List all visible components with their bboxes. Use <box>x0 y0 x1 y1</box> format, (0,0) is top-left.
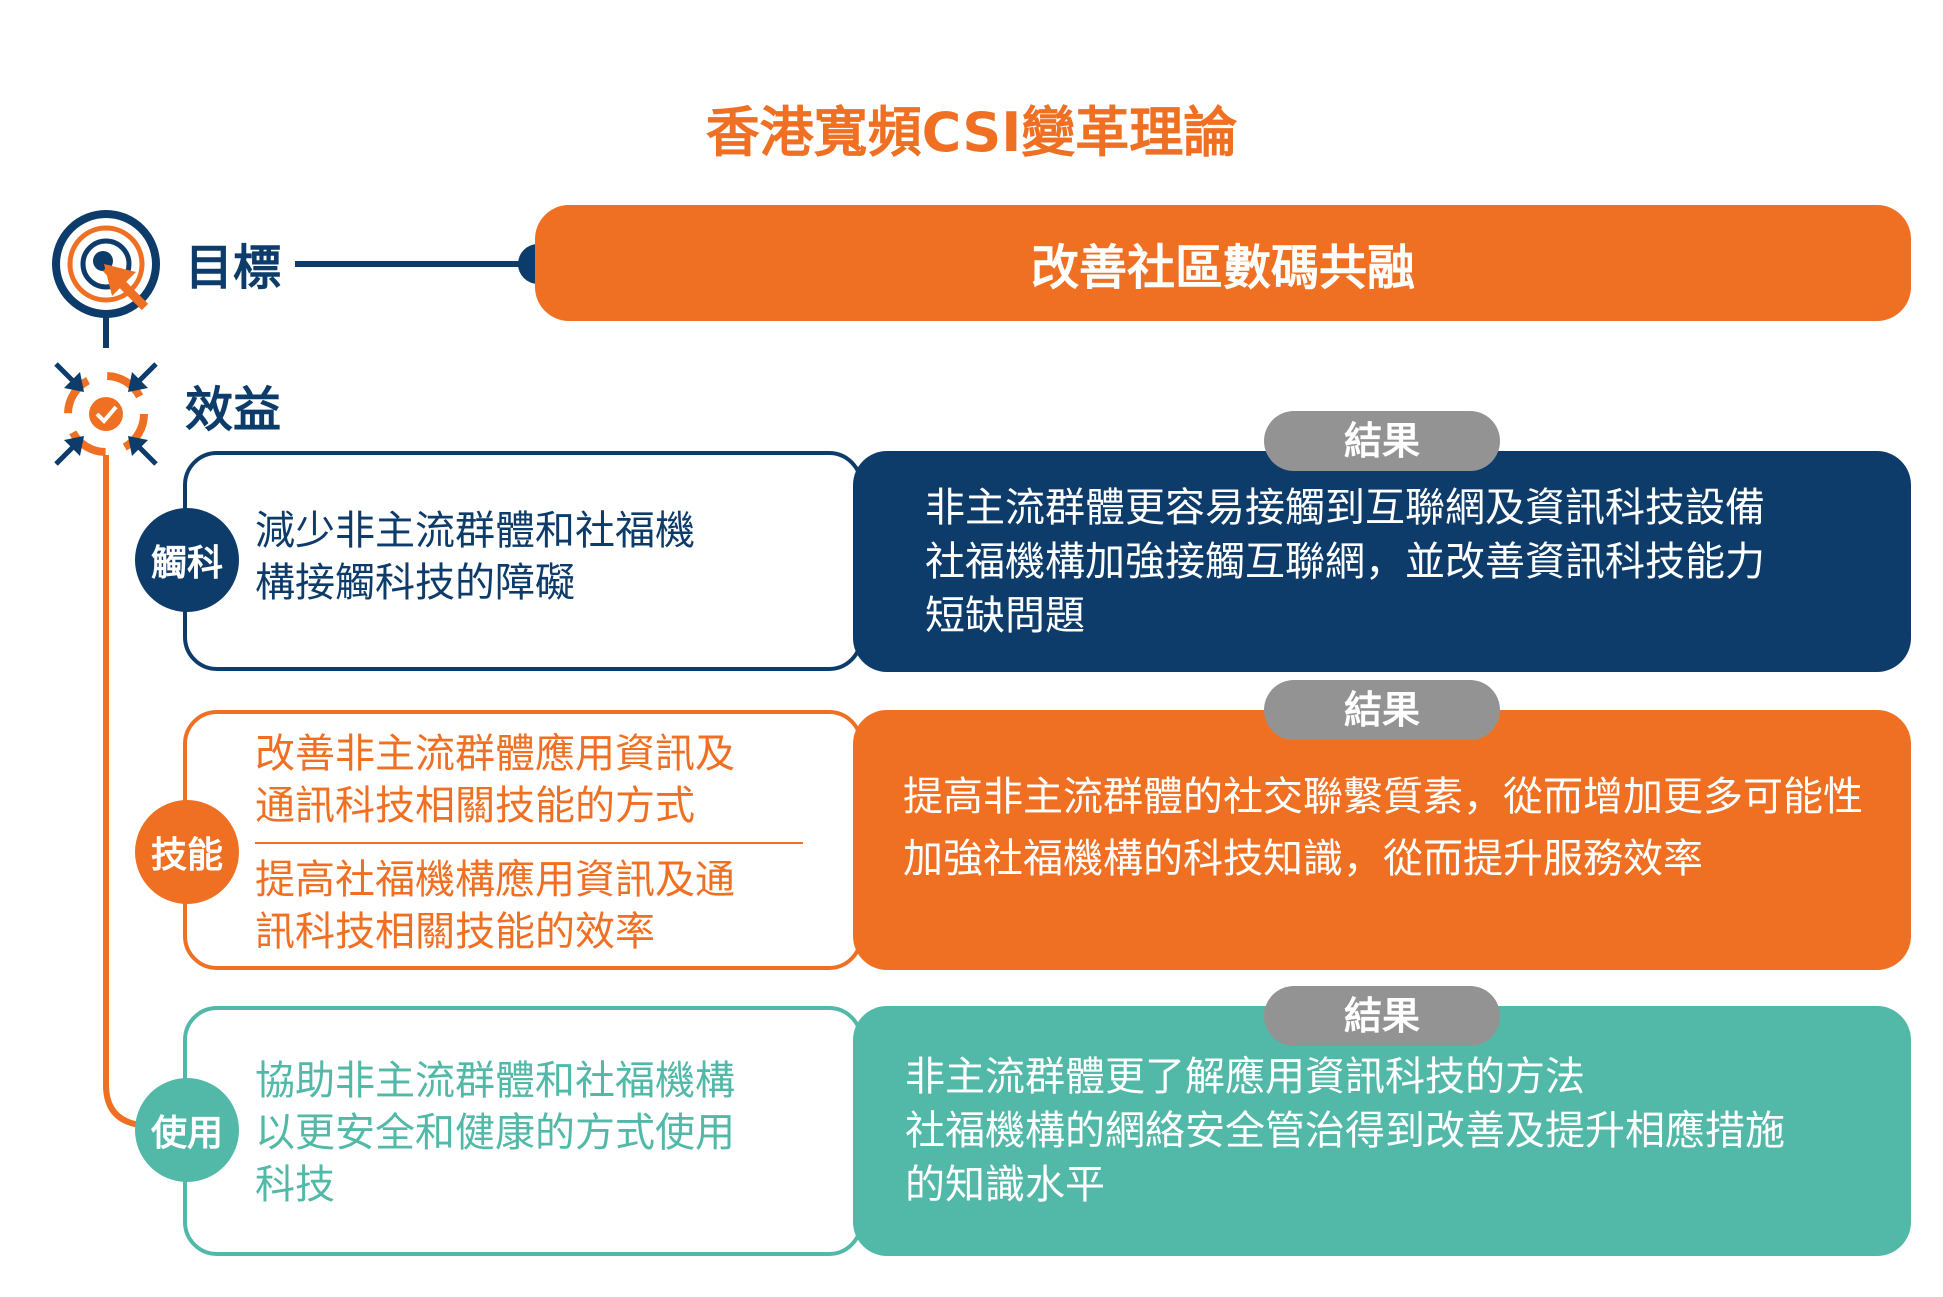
text-line: 提高社福機構應用資訊及通 <box>255 857 735 903</box>
text-line: 的知識水平 <box>905 1162 1105 1208</box>
text-line: 改善非主流群體應用資訊及 <box>255 731 735 777</box>
page-title: 香港寬頻CSI變革理論 <box>705 101 1238 164</box>
timeline-graphics <box>52 210 160 1128</box>
usage-result-box: 非主流群體更了解應用資訊科技的方法 社福機構的網絡安全管治得到改善及提升相應措施… <box>853 1006 1911 1256</box>
access-benefit-box <box>183 451 863 671</box>
skills-result-box: 提高非主流群體的社交聯繫質素，從而增加更多可能性 加強社福機構的科技知識，從而提… <box>853 710 1911 970</box>
text-line: 非主流群體更了解應用資訊科技的方法 <box>905 1054 1585 1100</box>
usage-benefit-text: 協助非主流群體和社福機構 以更安全和健康的方式使用 科技 <box>255 1055 735 1211</box>
access-result-box: 非主流群體更容易接觸到互聯網及資訊科技設備 社福機構加強接觸互聯網，並改善資訊科… <box>853 451 1911 672</box>
text-line: 以更安全和健康的方式使用 <box>255 1110 735 1156</box>
timeline-line <box>103 455 141 1128</box>
access-benefit-text: 減少非主流群體和社福機 構接觸科技的障礙 <box>255 505 695 609</box>
text-line: 非主流群體更容易接觸到互聯網及資訊科技設備 <box>925 484 1765 531</box>
goal-label: 目標 <box>185 240 282 296</box>
text-line: 短缺問題 <box>925 592 1085 639</box>
result-pill: 結果 <box>1264 986 1500 1046</box>
goal-bar: 改善社區數碼共融 <box>535 205 1911 321</box>
text-line: 加強社福機構的科技知識，從而提升服務效率 <box>903 836 1703 882</box>
access-tag: 觸科 <box>135 508 239 612</box>
skills-benefit-text-2: 提高社福機構應用資訊及通 訊科技相關技能的效率 <box>255 854 735 958</box>
text-line: 構接觸科技的障礙 <box>255 560 575 606</box>
result-pill: 結果 <box>1264 680 1500 740</box>
text-line: 科技 <box>255 1162 335 1208</box>
text-line: 訊科技相關技能的效率 <box>255 909 655 955</box>
skills-benefit-text-1: 改善非主流群體應用資訊及 通訊科技相關技能的方式 <box>255 728 735 832</box>
divider <box>255 842 803 844</box>
text-line: 通訊科技相關技能的方式 <box>255 783 695 829</box>
text-line: 提高非主流群體的社交聯繫質素，從而增加更多可能性 <box>903 774 1863 820</box>
text-line: 減少非主流群體和社福機 <box>255 508 695 554</box>
benefit-icon <box>54 362 158 466</box>
text-line: 協助非主流群體和社福機構 <box>255 1058 735 1104</box>
benefit-label: 效益 <box>185 382 282 438</box>
text-line: 社福機構的網絡安全管治得到改善及提升相應措施 <box>905 1108 1785 1154</box>
target-icon <box>52 210 160 348</box>
text-line: 社福機構加強接觸互聯網，並改善資訊科技能力 <box>925 538 1765 585</box>
goal-connector <box>295 244 558 284</box>
usage-tag: 使用 <box>135 1078 239 1182</box>
skills-tag: 技能 <box>135 800 239 904</box>
result-pill: 結果 <box>1264 411 1500 471</box>
